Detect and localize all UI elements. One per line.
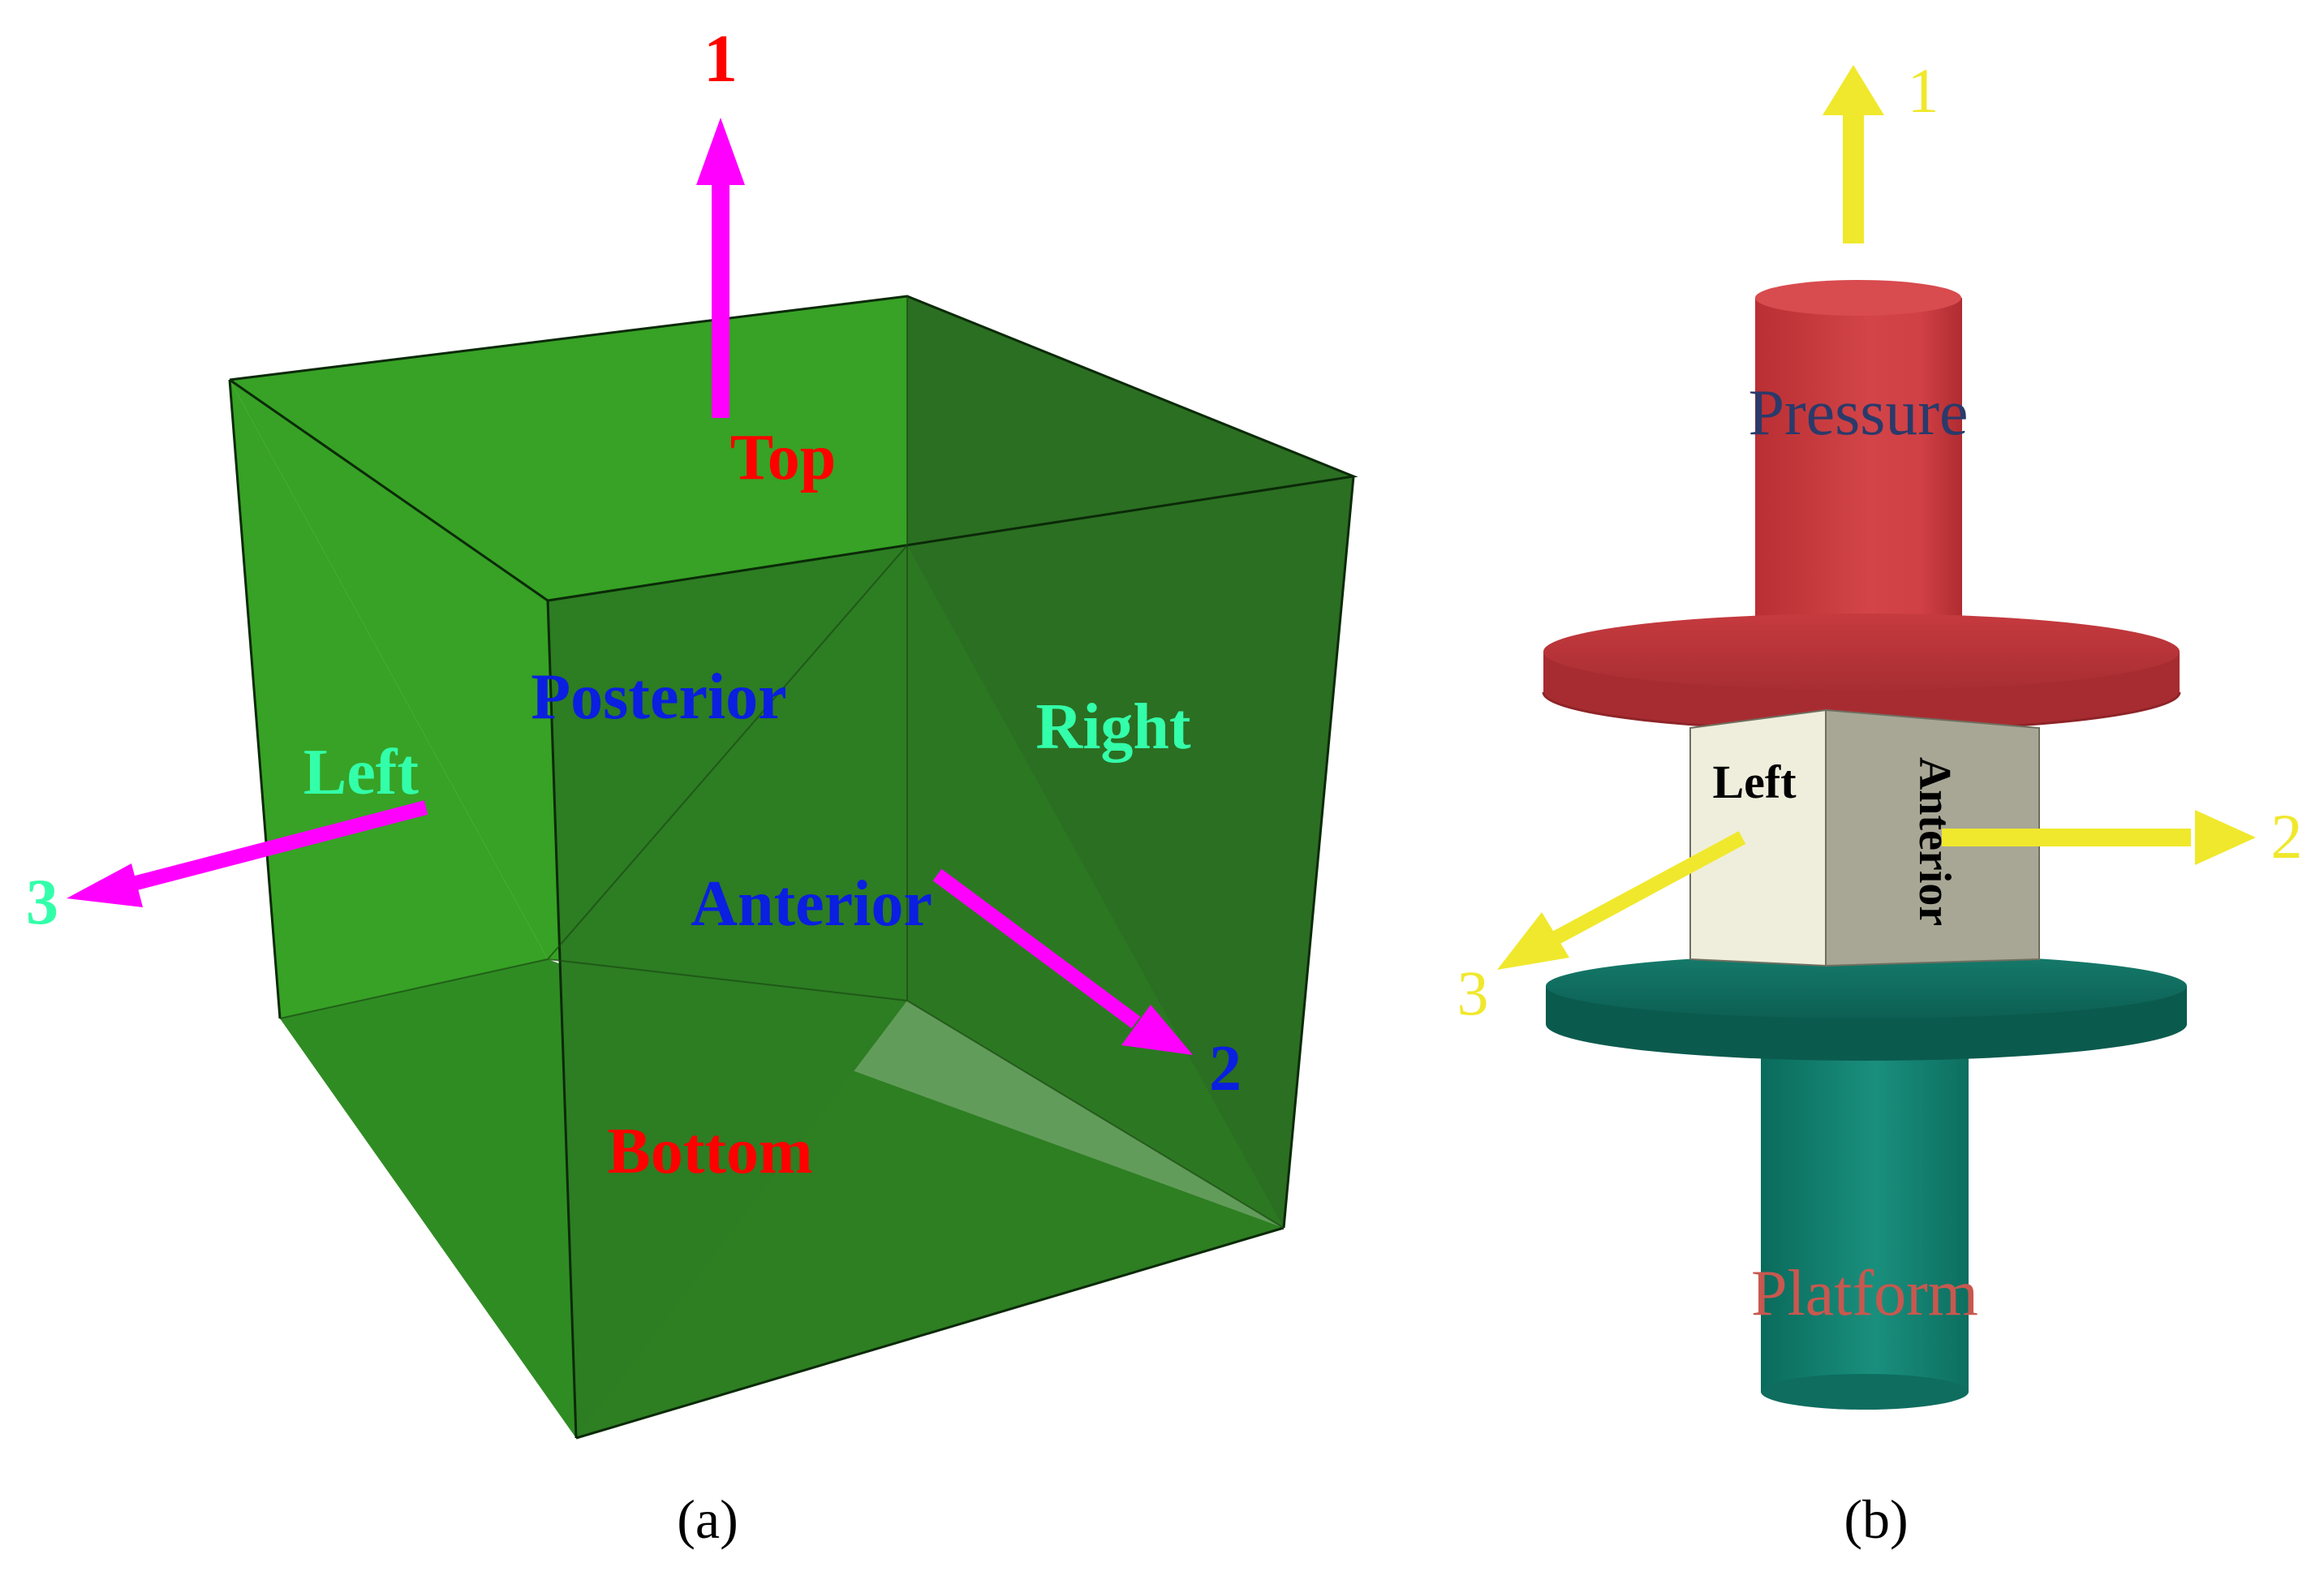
face-label-posterior: Posterior [531, 661, 786, 733]
specimen-cube [1689, 708, 2040, 967]
face-label-right: Right [1035, 691, 1190, 763]
axis-label-b-1: 1 [1908, 55, 1939, 126]
caption-a: (a) [677, 1488, 738, 1550]
panel-a: 1 Top Posterior Right Left 3 Anterior 2 … [26, 21, 1358, 1550]
axis-arrow-b-2 [1942, 810, 2256, 865]
face-label-top: Top [730, 422, 837, 493]
panel-b: 1 Pressure Left Anterior 2 3 Platform (b… [1457, 55, 2303, 1550]
axis-label-2: 2 [1209, 1033, 1242, 1104]
face-label-anterior: Anterior [691, 868, 932, 940]
axis-arrow-2 [932, 868, 1193, 1055]
axis-arrow-b-1 [1823, 65, 1884, 243]
pressure-label: Pressure [1748, 377, 1968, 449]
face-label-bottom: Bottom [607, 1116, 812, 1187]
specimen-anterior-face [1825, 708, 2040, 967]
cube-front-left-face [548, 545, 1284, 1438]
cube-edges [228, 295, 1358, 1440]
pressure-disk [1542, 614, 2181, 732]
platform-label: Platform [1751, 1258, 1978, 1329]
axis-label-1: 1 [704, 21, 738, 97]
axis-arrow-3 [67, 800, 428, 907]
pressure-cylinder [1755, 280, 1962, 649]
axis-arrow-b-3 [1497, 831, 1746, 970]
caption-b: (b) [1844, 1488, 1908, 1550]
axis-label-b-2: 2 [2271, 801, 2303, 872]
face-label-left: Left [303, 737, 420, 808]
platform-cylinder [1761, 1023, 1969, 1410]
specimen-left-label: Left [1712, 756, 1797, 808]
axis-label-b-3: 3 [1457, 958, 1489, 1028]
cube-hidden-edges [279, 296, 1285, 1229]
axis-arrow-1 [696, 118, 745, 418]
specimen-anterior-label: Anterior [1909, 757, 1960, 926]
specimen-left-face [1689, 708, 1827, 967]
platform-disk [1546, 954, 2187, 1061]
axis-label-3: 3 [26, 867, 58, 938]
